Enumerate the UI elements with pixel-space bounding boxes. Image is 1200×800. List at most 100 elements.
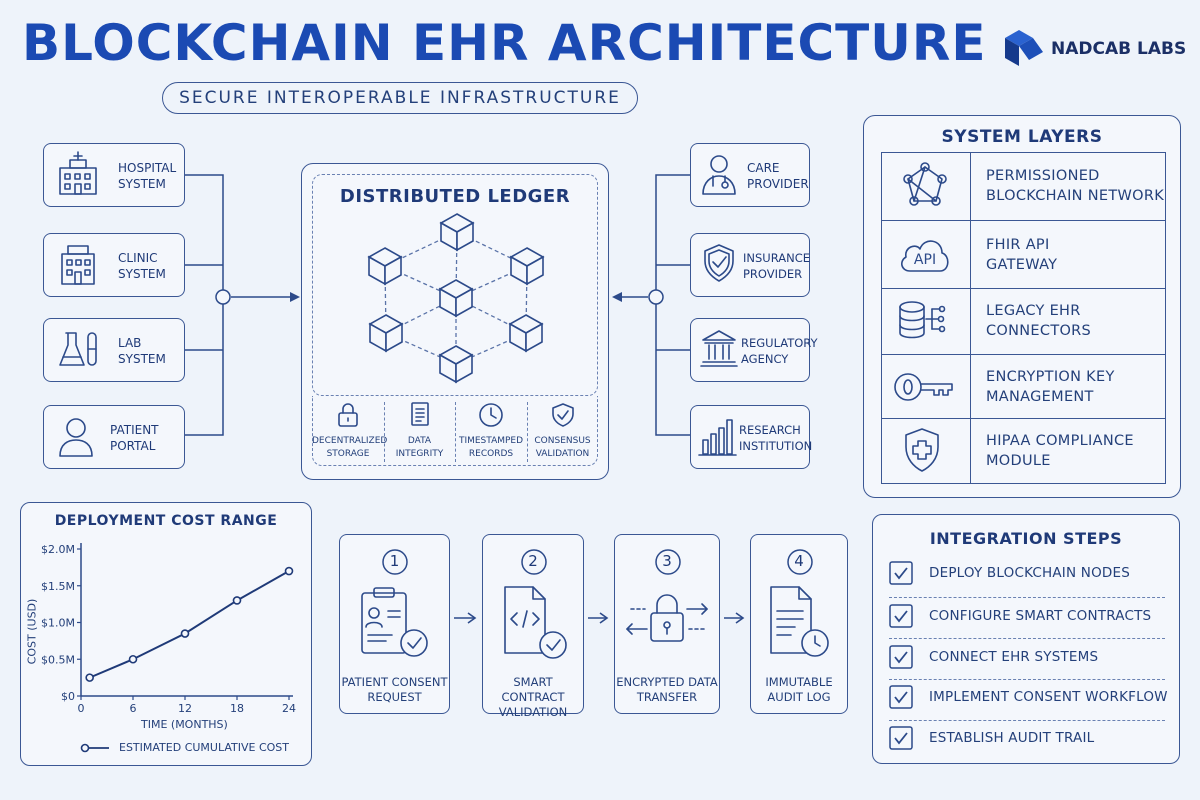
- divider: [384, 402, 385, 462]
- chart-y-tick-label: $2.0M: [41, 543, 75, 556]
- chart-y-tick-label: $0: [61, 690, 75, 703]
- step-number-circle: [787, 549, 813, 575]
- process-step-1[interactable]: 1 PATIENT CONSENT REQUEST: [339, 534, 450, 714]
- integration-step-label: ESTABLISH AUDIT TRAIL: [929, 730, 1095, 746]
- system-layers-panel: SYSTEM LAYERS PERMISSIONED BLOCKCHAIN NE…: [863, 115, 1181, 498]
- layer-row[interactable]: LEGACY EHR CONNECTORS: [882, 289, 1165, 355]
- network-icon: [903, 162, 947, 206]
- key-icon: [894, 373, 953, 401]
- source-label: HOSPITAL SYSTEM: [118, 161, 177, 191]
- chart-legend-label: ESTIMATED CUMULATIVE COST: [119, 741, 289, 754]
- checkbox-checked-icon[interactable]: [889, 561, 915, 587]
- consumer-label: RESEARCH INSTITUTION: [739, 423, 813, 453]
- chart-x-tick-label: 24: [282, 702, 296, 715]
- blockchain-network-icon: [367, 213, 545, 384]
- process-step-2[interactable]: 2 SMART CONTRACT VALIDATION: [482, 534, 584, 719]
- integration-step[interactable]: CONFIGURE SMART CONTRACTS: [889, 598, 1165, 639]
- chart-ylabel: COST (USD): [25, 598, 39, 665]
- ledger-title: DISTRIBUTED LEDGER: [339, 186, 571, 207]
- step-label: SMART CONTRACT VALIDATION: [498, 675, 568, 719]
- layer-label: LEGACY EHR CONNECTORS: [986, 303, 1092, 339]
- source-lab-system[interactable]: LAB SYSTEM: [43, 318, 185, 382]
- step-label: IMMUTABLE AUDIT LOG: [765, 675, 833, 704]
- source-label: CLINIC SYSTEM: [118, 251, 166, 281]
- layer-label: ENCRYPTION KEY MANAGEMENT: [986, 369, 1115, 405]
- medical-shield-icon: [905, 428, 939, 472]
- checkbox-checked-icon[interactable]: [889, 604, 915, 630]
- feature-label: DATA INTEGRITY: [395, 436, 444, 459]
- consumer-regulatory-agency[interactable]: REGULATORY AGENCY: [690, 318, 818, 382]
- consumer-research-institution[interactable]: RESEARCH INSTITUTION: [690, 405, 813, 469]
- logo-mark-icon: [1005, 30, 1043, 66]
- chart-y-tick-label: $0.5M: [41, 653, 75, 666]
- step-number: 1: [389, 552, 400, 570]
- layer-row[interactable]: API FHIR API GATEWAY: [882, 221, 1165, 289]
- step-number: 3: [662, 552, 672, 570]
- source-hospital-system[interactable]: HOSPITAL SYSTEM: [43, 143, 185, 207]
- process-step-3[interactable]: 3 ENCRYPTED DATA TRANSFER: [614, 534, 720, 714]
- ledger-network-area: [312, 174, 598, 396]
- layer-label: PERMISSIONED BLOCKCHAIN NETWORK: [986, 168, 1165, 204]
- step-number: 2: [528, 552, 538, 570]
- ledger-feature-consensus: CONSENSUS VALIDATION: [527, 400, 598, 464]
- clinic-icon: [61, 245, 95, 285]
- step-label: ENCRYPTED DATA TRANSFER: [616, 675, 718, 704]
- svg-text:API: API: [914, 252, 936, 268]
- chart-legend-marker: [80, 743, 90, 753]
- step-number: 4: [794, 552, 804, 570]
- chart-x-tick-label: 6: [130, 702, 137, 715]
- source-patient-portal[interactable]: PATIENT PORTAL: [43, 405, 185, 469]
- lab-flask-icon: [59, 332, 97, 366]
- consumer-label: CARE PROVIDER: [747, 161, 809, 191]
- chart-data-point: [284, 566, 294, 576]
- layer-label: HIPAA COMPLIANCE MODULE: [986, 433, 1134, 469]
- layer-row[interactable]: ENCRYPTION KEY MANAGEMENT: [882, 355, 1165, 419]
- feature-label: CONSENSUS VALIDATION: [534, 436, 591, 459]
- consumer-label: REGULATORY AGENCY: [741, 336, 818, 366]
- checkbox-checked-icon[interactable]: [889, 726, 915, 752]
- process-step-4[interactable]: 4 IMMUTABLE AUDIT LOG: [750, 534, 848, 714]
- chart-data-point: [180, 629, 190, 638]
- ledger-feature-integrity: DATA INTEGRITY: [384, 400, 455, 464]
- consumer-insurance-provider[interactable]: INSURANCE PROVIDER: [690, 233, 810, 297]
- layer-row[interactable]: HIPAA COMPLIANCE MODULE: [882, 419, 1165, 483]
- divider: [455, 402, 456, 462]
- chart-x-tick-label: 0: [78, 702, 85, 715]
- patient-icon: [59, 418, 93, 457]
- chart-data-point: [128, 654, 138, 664]
- step-number-circle: [382, 549, 408, 575]
- integration-step[interactable]: IMPLEMENT CONSENT WORKFLOW: [889, 680, 1168, 721]
- checkbox-checked-icon[interactable]: [889, 645, 915, 671]
- chart-y-tick-label: $1.0M: [41, 617, 75, 630]
- chart-title: DEPLOYMENT COST RANGE: [54, 513, 278, 529]
- integration-step[interactable]: CONNECT EHR SYSTEMS: [889, 639, 1165, 680]
- chart-y-tick-label: $1.5M: [41, 580, 75, 593]
- layer-row[interactable]: PERMISSIONED BLOCKCHAIN NETWORK: [882, 153, 1165, 221]
- divider: [970, 153, 971, 483]
- document-icon: [411, 402, 429, 426]
- checkbox-checked-icon[interactable]: [889, 685, 915, 711]
- integration-title: INTEGRATION STEPS: [929, 529, 1123, 548]
- feature-label: DECENTRALIZED STORAGE: [312, 436, 388, 459]
- step-number-circle: [521, 549, 547, 575]
- lock-icon: [338, 403, 358, 427]
- bar-chart-icon: [698, 419, 737, 456]
- clock-icon: [479, 403, 503, 427]
- ledger-features-area: [312, 396, 598, 466]
- hospital-icon: [59, 151, 97, 195]
- source-label: LAB SYSTEM: [118, 336, 166, 366]
- source-clinic-system[interactable]: CLINIC SYSTEM: [43, 233, 185, 297]
- code-file-icon: [504, 586, 567, 659]
- company-logo: NADCAB LABS: [1003, 30, 1186, 68]
- layer-label: FHIR API GATEWAY: [986, 237, 1058, 273]
- chart-series-line: [89, 570, 290, 679]
- consent-clipboard-icon: [361, 587, 428, 657]
- ledger-feature-storage: DECENTRALIZED STORAGE: [312, 400, 388, 464]
- integration-step[interactable]: ESTABLISH AUDIT TRAIL: [889, 721, 1165, 757]
- chart-x-tick-label: 12: [178, 702, 192, 715]
- api-cloud-icon: API: [901, 240, 949, 272]
- consumer-care-provider[interactable]: CARE PROVIDER: [690, 143, 810, 207]
- integration-step[interactable]: DEPLOY BLOCKCHAIN NODES: [889, 557, 1165, 598]
